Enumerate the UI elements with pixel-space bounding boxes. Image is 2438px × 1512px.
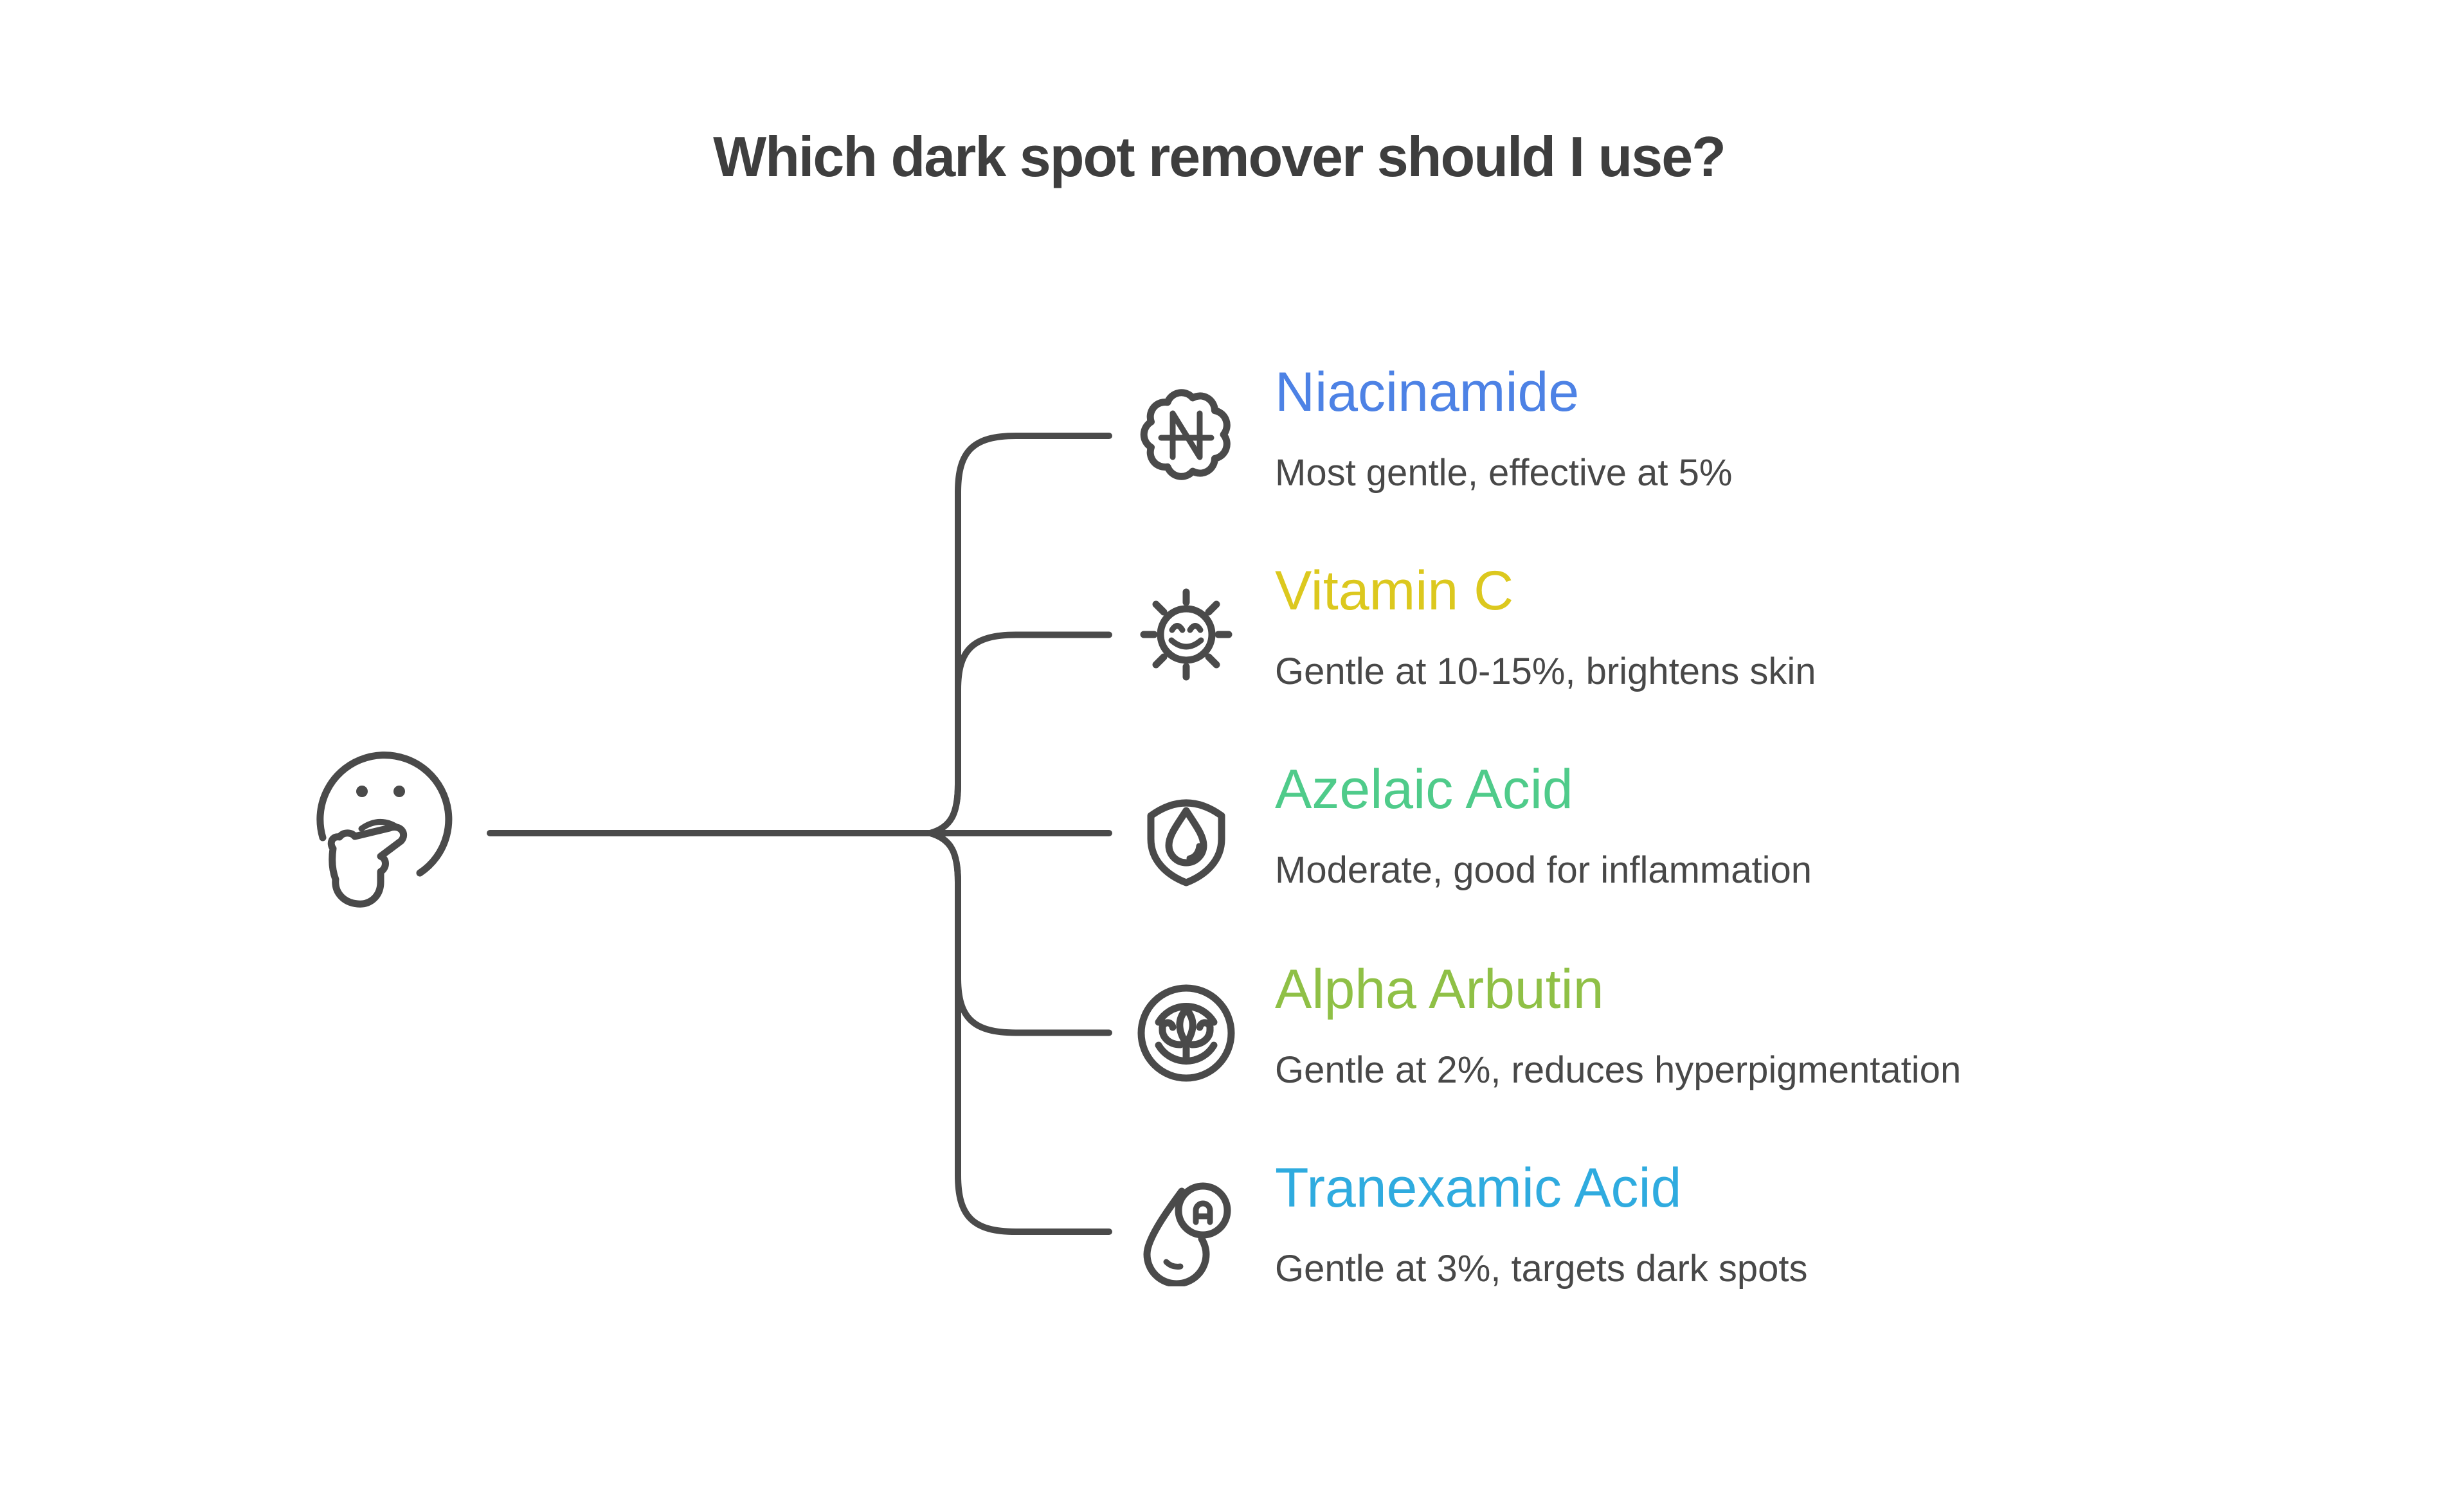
- thinking-face-icon: [316, 752, 453, 908]
- node-azelaic-acid: Azelaic Acid Moderate, good for inflamma…: [1132, 762, 2225, 891]
- node-tranexamic-acid: Tranexamic Acid Gentle at 3%, targets da…: [1132, 1160, 2225, 1290]
- shield-droplet-icon: [1147, 799, 1225, 887]
- branch-vitamin-c: [927, 631, 1112, 836]
- node-description: Most gentle, effective at 5%: [1275, 452, 1733, 494]
- node-description: Gentle at 2%, reduces hyperpigmentation: [1275, 1048, 1962, 1091]
- sun-smile-icon: [1140, 588, 1233, 681]
- plant-circle-icon: [1137, 984, 1235, 1081]
- droplet-a-icon: [1143, 1182, 1231, 1286]
- node-description: Gentle at 10-15%, brightens skin: [1275, 651, 1816, 692]
- node-title: Tranexamic Acid: [1275, 1157, 1682, 1219]
- node-alpha-arbutin: Alpha Arbutin Gentle at 2%, reduces hype…: [1132, 962, 2225, 1091]
- node-vitamin-c: Vitamin C Gentle at 10-15%, brightens sk…: [1132, 563, 2225, 692]
- node-description: Gentle at 3%, targets dark spots: [1275, 1248, 1808, 1290]
- page-title: Which dark spot remover should I use?: [713, 125, 1726, 188]
- node-niacinamide: Niacinamide Most gentle, effective at 5%: [1132, 364, 2225, 494]
- branch-tranexamic: [927, 830, 1112, 1235]
- node-title: Vitamin C: [1275, 560, 1514, 622]
- node-title: Alpha Arbutin: [1275, 958, 1604, 1020]
- node-title: Azelaic Acid: [1275, 759, 1573, 820]
- node-title: Niacinamide: [1275, 361, 1580, 423]
- node-description: Moderate, good for inflammation: [1275, 849, 1812, 891]
- niacinamide-badge-icon: [1140, 389, 1231, 480]
